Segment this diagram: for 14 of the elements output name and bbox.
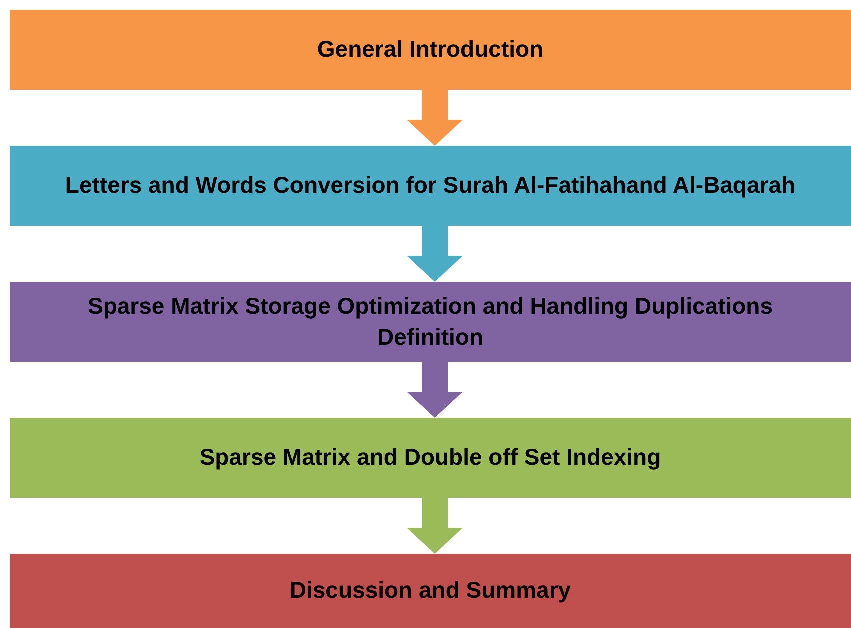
block-arrow [407, 362, 463, 418]
box-title: Discussion and Summary [290, 576, 572, 606]
process-box [10, 418, 851, 498]
process-box [10, 554, 851, 628]
box-title: Sparse Matrix Storage Optimization and Handling Duplications Definition [87, 292, 774, 352]
box-title: Letters and Words Conversion for Surah Al-Fatihahand Al-Baqarah [65, 171, 796, 200]
box-title: General Introduction [317, 35, 544, 64]
block-arrow [407, 90, 463, 146]
block-arrow [407, 226, 463, 282]
process-box [10, 282, 851, 362]
process-box [10, 10, 851, 90]
box-title: Sparse Matrix and Double off Set Indexing [200, 443, 662, 472]
process-box [10, 146, 851, 226]
block-arrow [407, 498, 463, 554]
